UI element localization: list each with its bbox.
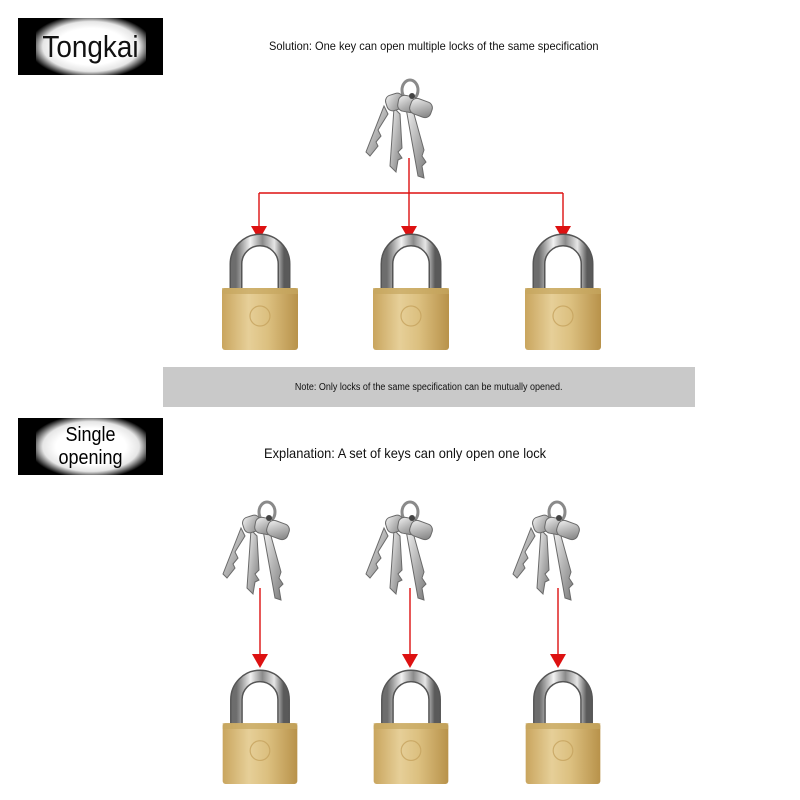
padlock-icon: [373, 240, 449, 350]
note-text: Note: Only locks of the same specificati…: [295, 381, 563, 393]
arrow-down-icon: [402, 654, 418, 668]
single-opening-badge: Single opening: [18, 418, 163, 475]
padlock-icon: [374, 676, 449, 784]
padlock-icon: [223, 676, 298, 784]
top-connector: [258, 158, 564, 228]
padlock-icon: [222, 240, 298, 350]
solution-caption: Solution: One key can open multiple lock…: [269, 39, 599, 53]
key-bunch-icon: [221, 500, 293, 602]
explanation-caption: Explanation: A set of keys can only open…: [264, 445, 547, 461]
key-bunch-icon: [511, 500, 583, 602]
arrow-down-icon: [252, 654, 268, 668]
padlock-icon: [526, 676, 601, 784]
key-bunch-icon: [364, 500, 436, 602]
brand-badge: Tongkai: [18, 18, 163, 75]
top-key-bunch: [364, 78, 436, 180]
badge-line-2: opening: [58, 447, 123, 469]
padlock-icon: [525, 240, 601, 350]
arrow-down-icon: [550, 654, 566, 668]
bottom-connectors: [259, 588, 559, 656]
badge-line-1: Single: [65, 424, 116, 446]
brand-label: Tongkai: [42, 29, 139, 64]
note-bar: Note: Only locks of the same specificati…: [163, 367, 695, 407]
